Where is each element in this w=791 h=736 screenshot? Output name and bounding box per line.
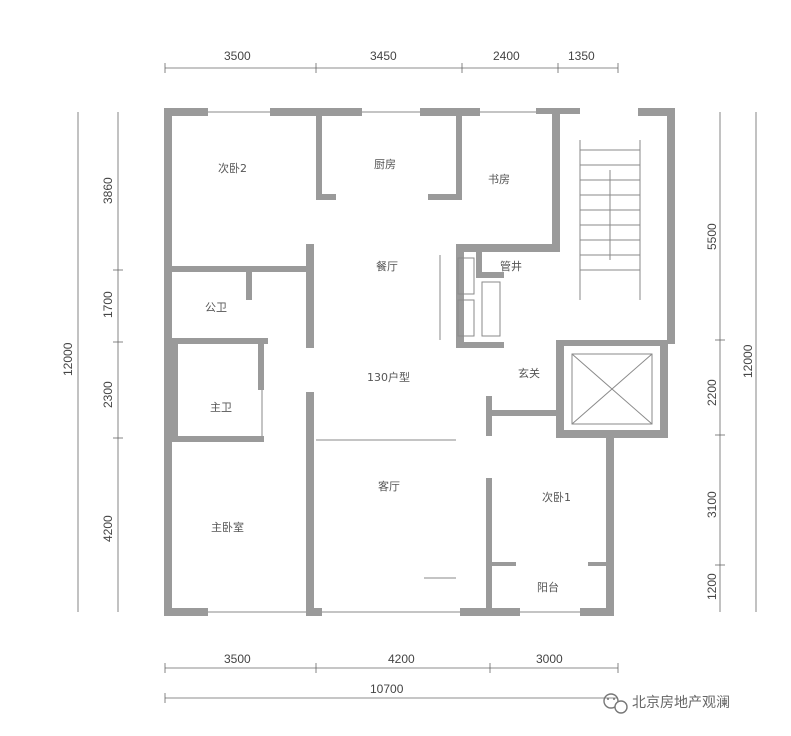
left-dimension-line [77, 112, 123, 612]
right-dim-2: 2200 [705, 379, 719, 406]
staircase [579, 140, 641, 300]
room-label-master-bath: 主卫 [210, 401, 232, 414]
left-dim-2: 1700 [101, 291, 115, 318]
room-label-public-bath: 公卫 [205, 301, 227, 314]
top-dimension-line [164, 63, 619, 73]
bottom-dimension-line [164, 663, 619, 703]
watermark: 北京房地产观澜 [603, 693, 730, 714]
bottom-dim-2: 4200 [388, 652, 415, 666]
elevator-shaft [571, 353, 653, 425]
room-label-bedroom1: 次卧1 [542, 490, 571, 504]
left-total-dim: 12000 [61, 342, 75, 376]
walls [164, 108, 675, 616]
watermark-text: 北京房地产观澜 [632, 695, 730, 711]
right-total-dim: 12000 [741, 344, 755, 378]
right-dim-4: 1200 [705, 573, 719, 600]
left-dim-3: 2300 [101, 381, 115, 408]
fixtures [208, 111, 653, 613]
room-label-kitchen: 厨房 [374, 158, 396, 171]
bottom-dim-1: 3500 [224, 652, 251, 666]
room-label-foyer: 玄关 [518, 366, 540, 380]
top-dim-1: 3500 [224, 49, 251, 63]
room-label-living: 客厅 [378, 479, 400, 493]
room-label-study: 书房 [488, 173, 510, 186]
top-dim-4: 1350 [568, 49, 595, 63]
right-dim-3: 3100 [705, 491, 719, 518]
right-dimension-line [715, 112, 757, 612]
room-label-master-bedroom: 主卧室 [211, 520, 244, 534]
room-label-balcony: 阳台 [537, 580, 559, 594]
plan-type-label: 130户型 [367, 370, 410, 384]
left-dim-1: 3860 [101, 177, 115, 204]
wechat-icon [603, 693, 628, 714]
bottom-total-dim: 10700 [370, 682, 404, 696]
room-label-shaft: 管井 [500, 259, 522, 273]
room-label-bedroom2: 次卧2 [218, 161, 247, 175]
right-dim-1: 5500 [705, 223, 719, 250]
bottom-dim-3: 3000 [536, 652, 563, 666]
top-dim-3: 2400 [493, 49, 520, 63]
left-dim-4: 4200 [101, 515, 115, 542]
room-label-dining: 餐厅 [376, 259, 398, 273]
top-dim-2: 3450 [370, 49, 397, 63]
